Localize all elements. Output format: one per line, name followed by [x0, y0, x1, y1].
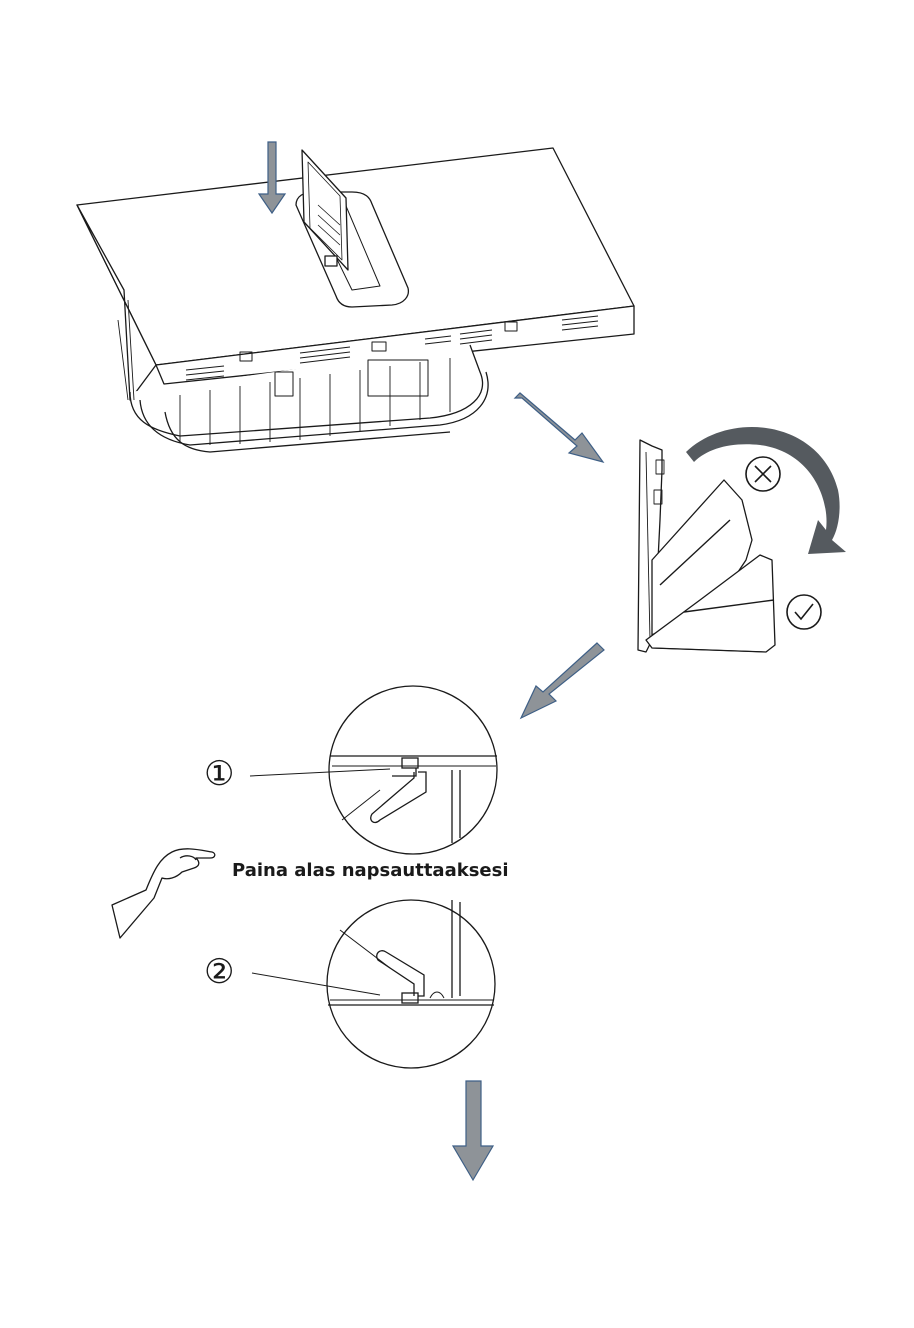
- step-marker-1: ①: [204, 757, 234, 791]
- step-marker-2: ②: [204, 955, 234, 989]
- arrow-down-bottom-icon: [453, 1081, 493, 1180]
- hand-press-icon: [112, 849, 215, 938]
- check-circle-icon: [787, 595, 821, 629]
- detail-circle-2: [327, 900, 495, 1068]
- flap-rotation-detail: [638, 440, 775, 652]
- instruction-label: Paina alas napsauttaaksesi: [232, 860, 509, 881]
- cooktop-assembly: [77, 148, 634, 452]
- arrow-diagonal-right-icon: [515, 393, 603, 462]
- detail-circle-1: [329, 686, 497, 854]
- x-circle-icon: [746, 457, 780, 491]
- arrow-diagonal-left-icon: [521, 643, 604, 718]
